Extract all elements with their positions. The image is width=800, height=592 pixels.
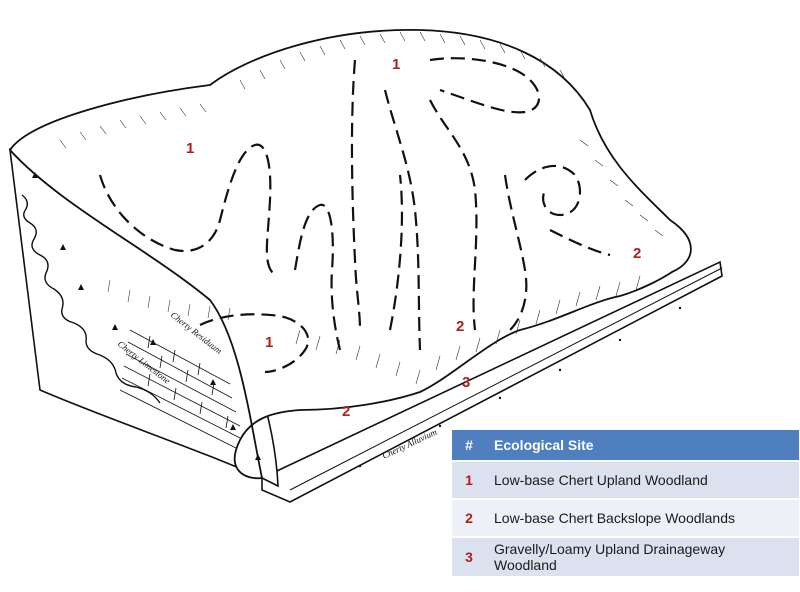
legend-row-number: 2 (452, 500, 486, 536)
legend-row-number: 1 (452, 462, 486, 498)
legend-header-label: Ecological Site (486, 430, 799, 460)
legend-header: # Ecological Site (452, 430, 799, 460)
legend-header-number: # (452, 430, 486, 460)
site-label-2-lower: 2 (342, 403, 350, 420)
legend-row-number: 3 (452, 538, 486, 576)
site-label-3: 3 (462, 374, 470, 391)
legend-row: 3 Gravelly/Loamy Upland Drainageway Wood… (452, 538, 799, 576)
ecological-site-legend: # Ecological Site 1 Low-base Chert Uplan… (452, 428, 799, 578)
site-label-1-lower: 1 (265, 334, 273, 351)
legend-row-label: Low-base Chert Upland Woodland (486, 462, 799, 498)
legend-row: 2 Low-base Chert Backslope Woodlands (452, 500, 799, 536)
slope-hatching (59, 31, 664, 385)
legend-row-label: Low-base Chert Backslope Woodlands (486, 500, 799, 536)
base-slab (261, 260, 723, 503)
site-label-1-left: 1 (186, 140, 194, 157)
limestone-bricks (119, 329, 249, 455)
contour-dashes (98, 57, 611, 374)
base-slab-edge (289, 267, 723, 491)
bedrock-boundary (21, 194, 161, 404)
legend-row-label: Gravelly/Loamy Upland Drainageway Woodla… (486, 538, 799, 576)
site-label-2-center: 2 (456, 318, 464, 335)
upland-surface (8, 29, 692, 480)
site-label-1-top: 1 (392, 56, 400, 73)
site-label-2-right: 2 (633, 245, 641, 262)
legend-row: 1 Low-base Chert Upland Woodland (452, 462, 799, 498)
rock-marks (32, 172, 682, 468)
